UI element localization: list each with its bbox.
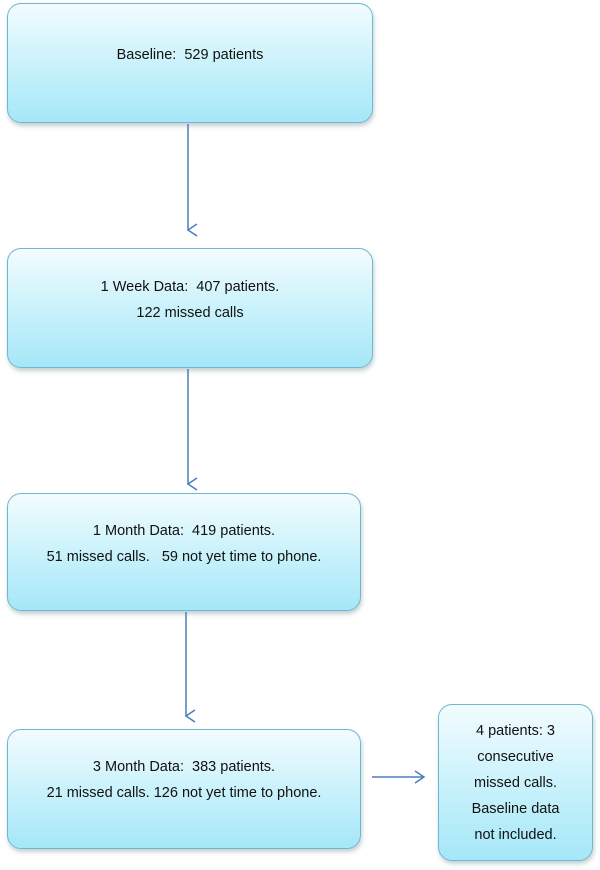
month1-missed-calls-label: 51 missed calls. 59 not yet time to phon… — [46, 549, 322, 565]
baseline-box: Baseline: 529 patients — [7, 3, 373, 123]
side-note-line: not included. — [474, 826, 557, 843]
week1-box: 1 Week Data: 407 patients. 122 missed ca… — [7, 248, 373, 368]
week1-missed-calls-label: 122 missed calls — [136, 305, 244, 321]
month3-patients-label: 3 Month Data: 383 patients. — [92, 759, 276, 775]
side-note-line: consecutive — [477, 748, 554, 765]
side-note-line: Baseline data — [471, 800, 560, 817]
month1-patients-label: 1 Month Data: 419 patients. — [92, 523, 276, 539]
month1-box: 1 Month Data: 419 patients. 51 missed ca… — [7, 493, 361, 611]
side-note-line: 4 patients: 3 — [476, 722, 555, 739]
week1-patients-label: 1 Week Data: 407 patients. — [100, 279, 280, 295]
baseline-label: Baseline: 529 patients — [116, 47, 264, 63]
side-note-line: missed calls. — [474, 774, 557, 791]
month3-box: 3 Month Data: 383 patients. 21 missed ca… — [7, 729, 361, 849]
month3-missed-calls-label: 21 missed calls. 126 not yet time to pho… — [46, 785, 322, 801]
side-note-box: 4 patients: 3 consecutive missed calls. … — [438, 704, 593, 861]
